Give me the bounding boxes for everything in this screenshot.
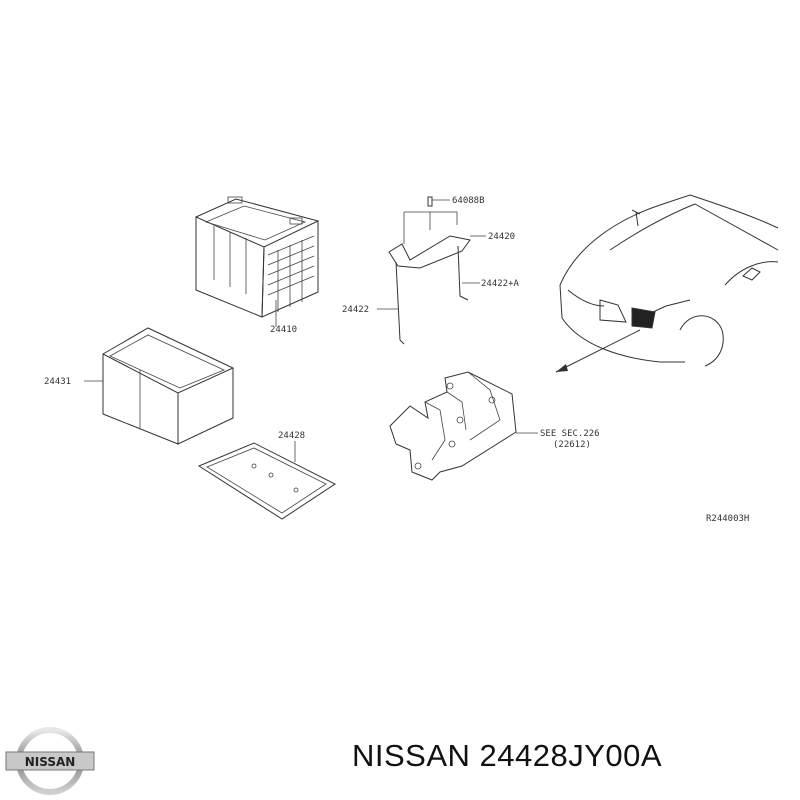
label-drawing-code: R244003H	[706, 514, 749, 524]
label-frame: 24420	[488, 232, 515, 242]
label-battery-case: 24431	[44, 377, 71, 387]
label-tray: 24428	[278, 431, 305, 441]
nissan-logo: NISSAN	[5, 727, 95, 795]
car-front-drawing	[555, 194, 779, 373]
part-number-caption: NISSAN 24428JY00A	[352, 738, 663, 773]
battery-tray-drawing	[197, 441, 336, 520]
battery-case-drawing	[84, 327, 235, 445]
bracket-drawing	[389, 371, 538, 481]
label-see-sec: SEE SEC.226	[540, 429, 600, 439]
label-rod: 24422	[342, 305, 369, 315]
label-see-sec-ref: (22612)	[553, 440, 591, 450]
label-nut: 64088B	[452, 196, 485, 206]
label-rod-a: 24422+A	[481, 279, 520, 289]
hold-down-frame-drawing	[377, 196, 486, 345]
battery-drawing	[194, 196, 320, 327]
logo-text: NISSAN	[25, 755, 76, 769]
label-battery: 24410	[270, 325, 297, 335]
